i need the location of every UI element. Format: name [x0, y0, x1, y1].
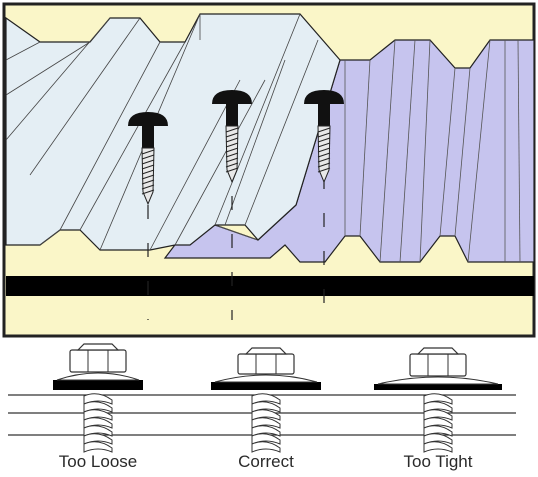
label-too-loose: Too Loose: [58, 452, 138, 471]
label-correct: Correct: [238, 452, 294, 471]
washer-screw-icon: [53, 343, 143, 453]
screw-icon: [304, 90, 344, 184]
washer-screw-icon: [374, 347, 502, 453]
screw-icon: [212, 90, 252, 184]
center-lines: [147, 158, 325, 325]
washer-screw-icon: [211, 347, 321, 453]
label-too-tight: Too Tight: [403, 452, 473, 471]
purlin-icon: [6, 276, 534, 296]
screw-icon: [128, 112, 168, 206]
roof-sheet-light-icon: [5, 13, 341, 251]
